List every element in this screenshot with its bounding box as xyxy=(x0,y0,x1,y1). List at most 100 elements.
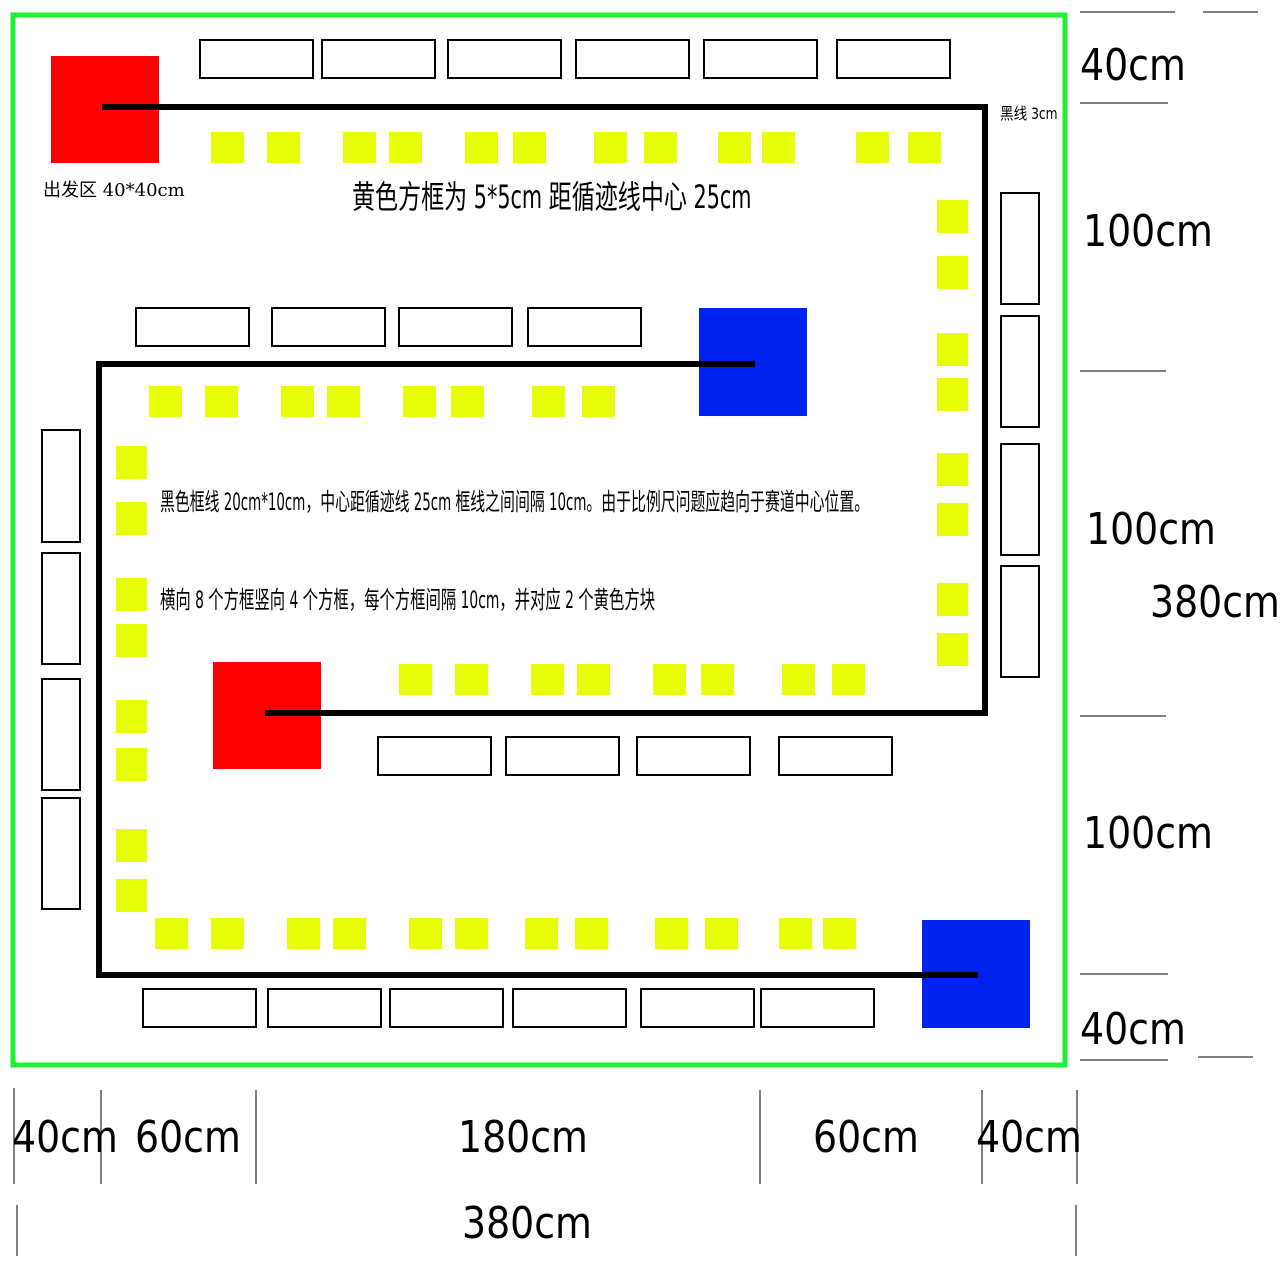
dim-bottom-180: 180cm xyxy=(458,1112,588,1163)
field-border xyxy=(10,12,1068,1068)
frame-box xyxy=(135,307,250,347)
yellow-marker xyxy=(594,132,627,163)
frame-row-inner-upper xyxy=(135,307,642,347)
yellow-marker xyxy=(343,132,376,163)
dim-right-total-380: 380cm xyxy=(1150,577,1280,628)
frame-box xyxy=(41,552,81,665)
yellow-marker xyxy=(513,132,546,163)
yellow-marker xyxy=(823,918,856,949)
yellow-marker xyxy=(779,918,812,949)
yellow-marker xyxy=(149,386,182,417)
dim-bottom-60-left: 60cm xyxy=(135,1112,241,1163)
yellow-marker xyxy=(782,664,815,695)
yellow-marker xyxy=(937,256,968,289)
dim-bottom-40-right: 40cm xyxy=(976,1112,1082,1163)
yellow-marker xyxy=(327,386,360,417)
yellow-marker xyxy=(455,664,488,695)
frame-column-right xyxy=(1000,192,1040,678)
yellow-marker xyxy=(582,386,615,417)
yellow-marker xyxy=(937,503,968,536)
yellow-marker xyxy=(116,748,147,781)
yellow-marker xyxy=(116,624,147,657)
dim-right-100-b: 100cm xyxy=(1086,504,1216,555)
yellow-marker xyxy=(644,132,677,163)
yellow-marker xyxy=(937,200,968,233)
yellow-marker xyxy=(116,502,147,535)
dim-bottom-40-left: 40cm xyxy=(12,1112,118,1163)
yellow-marker xyxy=(116,578,147,611)
track-line-upper xyxy=(102,104,988,716)
count-note: 横向 8 个方框竖向 4 个方框，每个方框间隔 10cm，并对应 2 个黄色方块 xyxy=(160,586,656,614)
yellow-marker xyxy=(577,664,610,695)
frame-row-bottom xyxy=(142,988,875,1028)
frame-box xyxy=(321,39,436,79)
yellow-marker xyxy=(451,386,484,417)
frame-box xyxy=(142,988,257,1028)
yellow-marker xyxy=(762,132,795,163)
yellow-marker xyxy=(655,918,688,949)
frame-box xyxy=(760,988,875,1028)
yellow-marker xyxy=(399,664,432,695)
black-line-label: 黑线 3cm xyxy=(1000,104,1058,123)
frame-box xyxy=(447,39,562,79)
frame-box xyxy=(575,39,690,79)
frame-box xyxy=(389,988,504,1028)
frame-box xyxy=(377,736,492,776)
yellow-marker xyxy=(267,132,300,163)
yellow-marker xyxy=(532,386,565,417)
dim-right-100-c: 100cm xyxy=(1083,808,1213,859)
yellow-marker xyxy=(937,333,968,366)
dim-bottom-total-380: 380cm xyxy=(462,1198,592,1249)
yellow-marker xyxy=(531,664,564,695)
frame-box xyxy=(199,39,314,79)
yellow-marker xyxy=(832,664,865,695)
yellow-marker xyxy=(653,664,686,695)
yellow-marker xyxy=(116,700,147,733)
yellow-marker xyxy=(211,132,244,163)
yellow-marker xyxy=(409,918,442,949)
yellow-markers xyxy=(116,132,968,949)
yellow-marker xyxy=(937,633,968,666)
yellow-marker xyxy=(937,453,968,486)
right-dimension-lines xyxy=(1080,11,1258,1061)
yellow-marker xyxy=(937,583,968,616)
frame-box xyxy=(527,307,642,347)
frame-box xyxy=(778,736,893,776)
frame-box xyxy=(1000,443,1040,556)
frame-box xyxy=(267,988,382,1028)
yellow-marker xyxy=(205,386,238,417)
yellow-marker xyxy=(465,132,498,163)
yellow-marker xyxy=(116,829,147,862)
yellow-marker xyxy=(575,918,608,949)
yellow-marker xyxy=(705,918,738,949)
frame-box xyxy=(505,736,620,776)
frame-box xyxy=(41,429,81,543)
dim-bottom-60-right: 60cm xyxy=(813,1112,919,1163)
yellow-marker xyxy=(389,132,422,163)
dim-right-top-40: 40cm xyxy=(1080,40,1186,91)
yellow-marker-note: 黄色方框为 5*5cm 距循迹线中心 25cm xyxy=(352,178,752,216)
yellow-marker xyxy=(287,918,320,949)
frame-box xyxy=(636,736,751,776)
yellow-marker xyxy=(211,918,244,949)
frame-box xyxy=(512,988,627,1028)
yellow-marker xyxy=(701,664,734,695)
frame-box xyxy=(1000,192,1040,305)
yellow-marker xyxy=(455,918,488,949)
yellow-marker xyxy=(281,386,314,417)
start-zone-label: 出发区 40*40cm xyxy=(43,180,185,201)
track-line-lower xyxy=(96,361,978,978)
frame-box xyxy=(703,39,818,79)
yellow-marker xyxy=(333,918,366,949)
dim-right-bottom-40: 40cm xyxy=(1080,1004,1186,1055)
frame-note: 黑色框线 20cm*10cm，中心距循迹线 25cm 框线之间间隔 10cm。由… xyxy=(160,488,870,516)
yellow-marker xyxy=(718,132,751,163)
frame-box xyxy=(640,988,755,1028)
bottom-dimension-lines xyxy=(13,1088,1078,1256)
yellow-marker xyxy=(116,446,147,479)
yellow-marker xyxy=(403,386,436,417)
frame-box xyxy=(398,307,513,347)
frame-box xyxy=(41,797,81,910)
frame-box xyxy=(836,39,951,79)
